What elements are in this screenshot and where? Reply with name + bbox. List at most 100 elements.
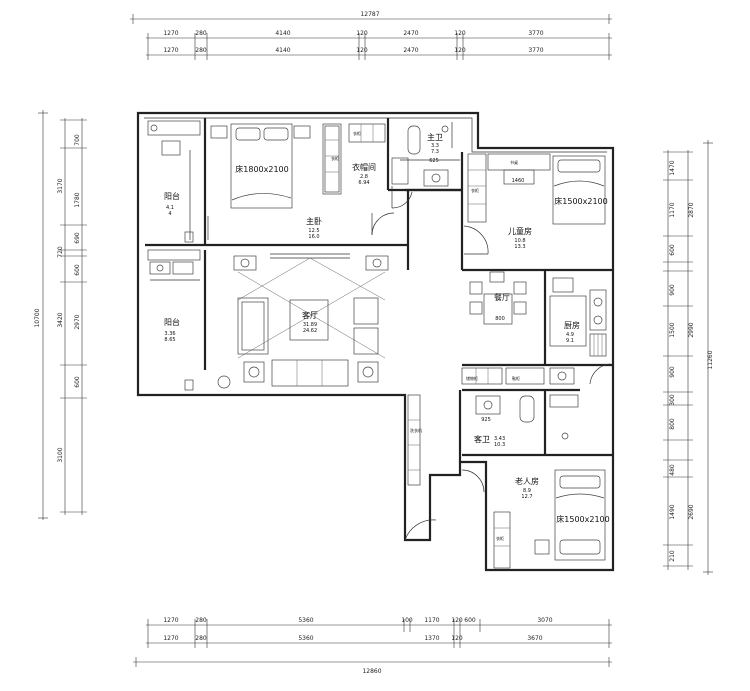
elder-room: 衣柜 床1500x2100 老人房 8.9 12.7 — [493, 469, 610, 569]
master-bed-label: 床1800x2100 — [235, 164, 288, 174]
top-dim2-1: 1270 — [163, 47, 178, 54]
balcony1-area: 4.1 — [166, 205, 174, 211]
kitchen-name: 厨房 — [564, 320, 580, 330]
kitchen-area: 4.9 — [566, 332, 574, 338]
bottom-dim-1: 1270 — [163, 617, 178, 624]
living-room-name: 客厅 — [302, 310, 318, 320]
guest-bath-perim: 10.3 — [494, 442, 505, 448]
kids-room-name: 儿童房 — [508, 226, 532, 236]
top-dim2-5: 2470 — [403, 47, 418, 54]
bottom-dim-8: 3070 — [537, 617, 552, 624]
balcony2-perim: 8.65 — [164, 337, 175, 343]
kids-dim: 1460 — [512, 178, 525, 184]
bottom-total-dim: 12860 — [362, 668, 381, 675]
kitchen: 厨房 4.9 9.1 — [549, 277, 611, 385]
balcony1-perim: 4 — [168, 211, 171, 217]
left-dim-6: 600 — [74, 264, 81, 276]
left-dim-2: 3170 — [57, 178, 64, 193]
living-room-perim: 24.62 — [303, 328, 317, 334]
bottom-dimensions: 1270 280 5360 100 1170 120 600 3070 1270… — [133, 617, 612, 675]
left-dim-10: 3100 — [57, 447, 64, 462]
wash-label: 洗衣机 — [410, 427, 422, 433]
right-inner-dim-9: 480 — [669, 464, 676, 476]
master-bath-name: 主卫 — [427, 132, 443, 142]
left-dimensions: 10700 700 3170 1780 690 720 600 2970 342… — [34, 110, 87, 520]
left-dim-8: 3420 — [57, 312, 64, 327]
kids-room-perim: 13.3 — [514, 244, 525, 250]
bottom-dim2-2: 280 — [195, 635, 207, 642]
elder-bed-label: 床1500x2100 — [556, 514, 609, 524]
master-bathroom: 主卫 3.3 7.3 625 — [391, 122, 460, 209]
bottom-dim-7: 600 — [464, 617, 476, 624]
guest-bath-name: 客卫 — [474, 434, 490, 444]
bottom-dim2-1: 1270 — [163, 635, 178, 642]
kitchen-perim: 9.1 — [566, 338, 574, 344]
kids-bed-label: 床1500x2100 — [554, 196, 607, 206]
master-bedroom: 床1800x2100 主卧 12.5 16.0 — [207, 123, 395, 240]
master-bath-perim: 7.3 — [431, 149, 439, 155]
balcony-1: 阳台 4.1 4 — [147, 120, 201, 243]
shoe-cabinet-label: 鞋柜 — [512, 375, 520, 381]
left-dim-3: 1780 — [74, 192, 81, 207]
left-dim-7: 2970 — [74, 314, 81, 329]
master-bed — [230, 123, 293, 209]
top-dim2-6: 120 — [454, 47, 466, 54]
hall-storage: 储物柜 鞋柜 洗衣机 — [404, 367, 545, 541]
right-outer-dim-1: 2870 — [688, 202, 695, 217]
master-bath-dim: 625 — [429, 158, 439, 164]
balcony2-name: 阳台 — [164, 317, 180, 327]
master-bath-area: 3.3 — [431, 143, 439, 149]
bottom-dim2-4: 1370 — [424, 635, 439, 642]
elder-room-area: 8.9 — [523, 488, 531, 494]
top-dim-4: 120 — [356, 30, 368, 37]
top-dim2-7: 3770 — [528, 47, 543, 54]
right-inner-dim-5: 1500 — [669, 322, 676, 337]
closet-name: 衣帽间 — [352, 162, 376, 172]
living-room-area: 31.89 — [303, 322, 317, 328]
elder-room-name: 老人房 — [515, 476, 539, 486]
dining-room: 餐厅 800 — [469, 271, 527, 325]
guest-bath-dim: 925 — [481, 417, 491, 423]
right-outer-dim-2: 2990 — [688, 322, 695, 337]
elder-bed — [554, 469, 606, 561]
right-inner-dim-2: 1170 — [669, 202, 676, 217]
top-dim-6: 120 — [454, 30, 466, 37]
balcony2-area: 3.36 — [164, 331, 175, 337]
right-outer-dim-3: 2690 — [688, 504, 695, 519]
bottom-dim2-5: 120 — [451, 635, 463, 642]
dining-name: 餐厅 — [494, 293, 510, 302]
closet-label-a: 衣柜 — [353, 130, 361, 136]
master-bedroom-name: 主卧 — [306, 216, 322, 226]
kids-bed — [552, 155, 606, 225]
right-inner-dim-11: 210 — [669, 550, 676, 562]
bottom-dim-2: 280 — [195, 617, 207, 624]
outer-walls — [136, 111, 615, 572]
balcony-2: 阳台 3.36 8.65 — [147, 249, 201, 391]
kids-desk-label: 书桌 — [510, 159, 518, 165]
dining-note: 800 — [495, 316, 505, 322]
top-dim-1: 1270 — [163, 30, 178, 37]
top-total-dim: 12787 — [360, 11, 379, 18]
top-dim2-3: 4140 — [275, 47, 290, 54]
guest-bath-area: 3.43 — [494, 436, 505, 442]
master-bedroom-area: 12.5 — [308, 228, 319, 234]
top-dim2-4: 120 — [356, 47, 368, 54]
bottom-dim2-3: 5360 — [298, 635, 313, 642]
top-dim-2: 280 — [195, 30, 207, 37]
guest-bathroom: 925 客卫 3.43 10.3 — [461, 394, 579, 493]
bottom-dim-3: 5360 — [298, 617, 313, 624]
top-dim-7: 3770 — [528, 30, 543, 37]
master-bedroom-perim: 16.0 — [308, 234, 319, 240]
elder-room-perim: 12.7 — [521, 494, 532, 500]
storage-label: 储物柜 — [466, 375, 478, 381]
kids-room-area: 10.8 — [514, 238, 525, 244]
balcony1-name: 阳台 — [164, 191, 180, 201]
left-dim-9: 600 — [74, 376, 81, 388]
right-inner-dim-3: 600 — [669, 244, 676, 256]
kids-closet-label: 衣柜 — [471, 187, 479, 193]
elder-closet-label: 衣柜 — [496, 535, 504, 541]
right-inner-dim-10: 1490 — [669, 504, 676, 519]
closet-perim: 6.94 — [358, 180, 369, 186]
right-inner-dim-4: 900 — [669, 284, 676, 296]
right-inner-dim-7: 300 — [669, 394, 676, 406]
